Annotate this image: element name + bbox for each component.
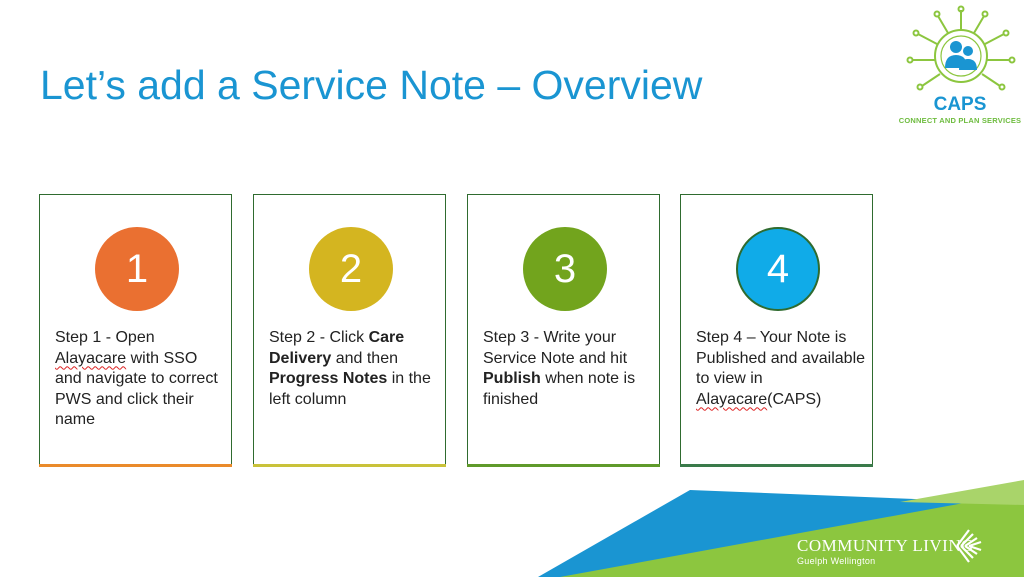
community-living-name: COMMUNITY LIVING	[797, 536, 974, 555]
card-accent-bar	[467, 464, 660, 467]
caps-logo-title: CAPS	[933, 94, 987, 115]
step-number-circle: 4	[736, 227, 820, 311]
step-card-2: 2 Step 2 - Click Care Delivery and then …	[253, 194, 446, 467]
step-number-circle: 2	[309, 227, 393, 311]
card-accent-bar	[253, 464, 446, 467]
step-text-part: Alayacare	[696, 390, 768, 408]
step-text-part: Step 1 - Open	[55, 329, 155, 346]
community-living-subtitle: Guelph Wellington	[797, 556, 876, 566]
slide-title: Let’s add a Service Note – Overview	[40, 62, 703, 108]
step-description: Step 2 - Click Care Delivery and then Pr…	[269, 328, 439, 410]
step-text-part: Step 3 - Write your Service Note and hit	[483, 329, 628, 367]
bold-term: Publish	[483, 370, 541, 387]
step-text-part: (CAPS)	[767, 390, 822, 408]
step-text-part: Step 2 - Click	[269, 329, 369, 346]
step-description: Step 1 - Open Alayacare with SSO and nav…	[55, 328, 225, 431]
step-description: Step 4 – Your Note is Published and avai…	[696, 328, 866, 410]
step-text-part: with SSO and navigate to correct PWS and…	[55, 349, 218, 429]
step-text-part: and then	[331, 349, 398, 367]
step-card-4: 4 Step 4 – Your Note is Published and av…	[680, 194, 873, 467]
light-green-shape	[900, 480, 1024, 505]
card-accent-bar	[680, 464, 873, 467]
green-shape	[560, 492, 1024, 577]
step-number-circle: 1	[95, 227, 179, 311]
step-text-part: Alayacare	[55, 349, 127, 367]
caps-logo-subtitle: CONNECT AND PLAN SERVICES	[898, 116, 1022, 125]
step-text-part: Step 4 – Your Note is Published and avai…	[696, 329, 866, 387]
step-card-3: 3 Step 3 - Write your Service Note and h…	[467, 194, 660, 467]
bold-term: Progress Notes	[269, 370, 388, 387]
step-description: Step 3 - Write your Service Note and hit…	[483, 328, 653, 410]
step-text-part: in the left column	[269, 370, 431, 408]
caps-logo-icon	[906, 5, 1016, 91]
step-number-circle: 3	[523, 227, 607, 311]
card-accent-bar	[39, 464, 232, 467]
bold-term: Care Delivery	[269, 329, 405, 367]
step-text-part: when note is finished	[483, 370, 636, 408]
community-living-mark-icon	[956, 529, 982, 563]
step-card-1: 1 Step 1 - Open Alayacare with SSO and n…	[39, 194, 232, 467]
